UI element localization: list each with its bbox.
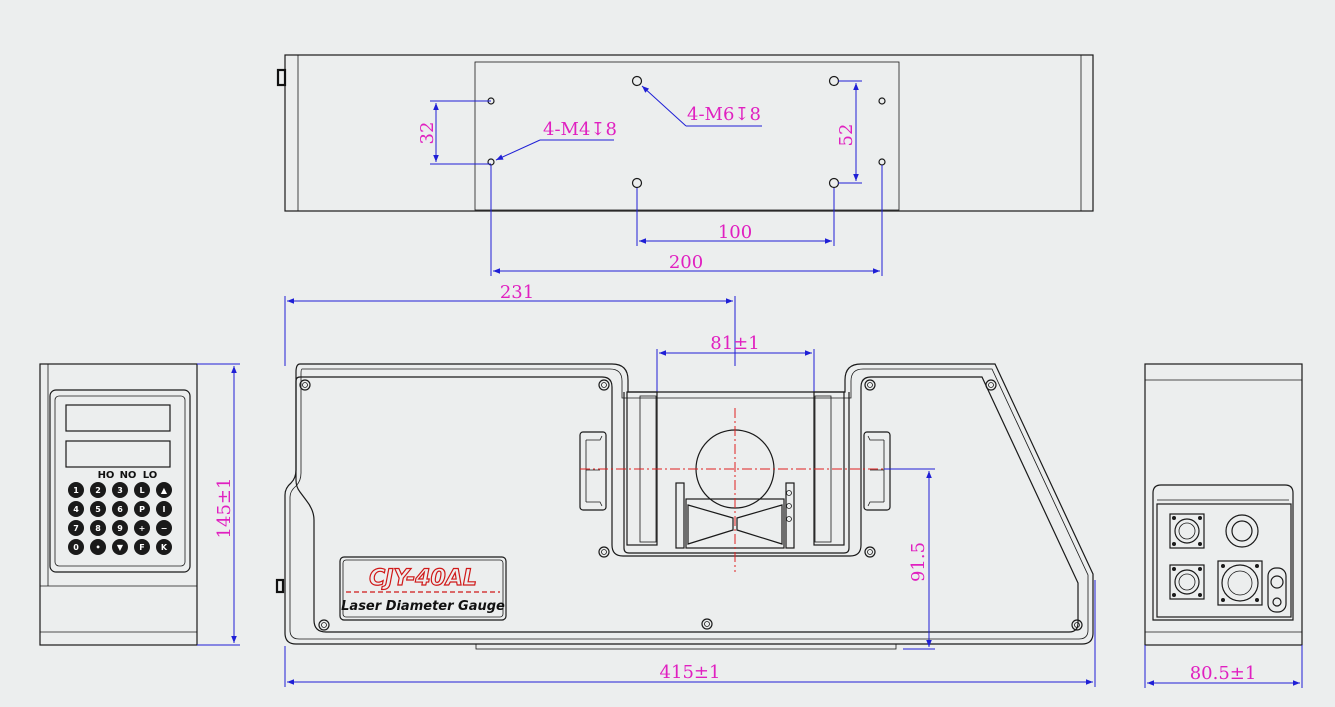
keypad-key-label: 2 [95, 486, 101, 495]
keypad-key [156, 501, 172, 517]
keypad-key [134, 520, 150, 536]
keypad-key-label: 6 [117, 505, 123, 514]
keypad-key-label: • [95, 543, 100, 552]
keypad-key-label: − [161, 524, 168, 533]
mounting-holes [487, 75, 886, 189]
keypad-key-label: 5 [95, 505, 101, 514]
label-4-m6: 4-M6↧8 [687, 104, 761, 125]
keypad-key [134, 539, 150, 555]
keypad-key-label: L [139, 486, 144, 495]
dim-100: 100 [718, 222, 752, 243]
product-logo: CJY-40AL Laser Diameter Gauge [339, 556, 507, 621]
keypad-key [112, 501, 128, 517]
connector-bottom-mid [1217, 560, 1263, 606]
laser-window-right [863, 431, 891, 511]
keypad-key-label: F [139, 543, 144, 552]
indicator-labels: HO NO LO [98, 470, 158, 481]
keypad-key [156, 520, 172, 536]
keypad-key [134, 482, 150, 498]
keypad: 1 2 3 L ▲ 4 5 6 P I 7 8 9 + − 0 • ▼ F K [68, 482, 172, 555]
keypad-key-label: 3 [117, 486, 123, 495]
keypad-key-label: 7 [73, 524, 79, 533]
keypad-key [112, 520, 128, 536]
indicator-label: NO [120, 470, 137, 481]
dim-200: 200 [669, 252, 703, 273]
keypad-key [68, 501, 84, 517]
keypad-key-label: 8 [95, 524, 101, 533]
keypad-key [90, 520, 106, 536]
keypad-key [68, 482, 84, 498]
dim-32: 32 [417, 122, 438, 145]
dim-91-5: 91.5 [908, 542, 929, 582]
keypad-key-label: 4 [73, 505, 79, 514]
dim-145: 145±1 [214, 478, 235, 539]
keypad-key [134, 501, 150, 517]
indicator-label: HO [98, 470, 115, 481]
keypad-key-label: 1 [73, 486, 79, 495]
keypad-key-label: K [161, 543, 168, 552]
keypad-key-label: + [139, 524, 146, 533]
keypad-key [156, 482, 172, 498]
top-view: 32 4-M4↧8 4-M6↧8 52 100 200 [276, 54, 1094, 276]
keypad-key [68, 539, 84, 555]
keypad-key [68, 520, 84, 536]
keypad-key [112, 482, 128, 498]
logo-subtitle: Laser Diameter Gauge [341, 599, 505, 614]
keypad-key [90, 539, 106, 555]
connector-round-top [1225, 514, 1259, 548]
connector-top-left [1169, 513, 1205, 549]
logo-model: CJY-40AL [369, 566, 477, 591]
dim-81: 81±1 [710, 333, 759, 354]
front-screws [299, 379, 1083, 631]
front-view: 231 81±1 [275, 282, 1096, 687]
laser-window-left [579, 431, 607, 511]
power-switch [1267, 567, 1287, 613]
keypad-key-label: ▼ [117, 543, 124, 552]
keypad-key [90, 482, 106, 498]
indicator-label: LO [143, 470, 158, 481]
dim-52: 52 [836, 124, 857, 147]
keypad-key [156, 539, 172, 555]
right-view: 80.5±1 [1144, 363, 1303, 688]
dim-231: 231 [500, 282, 534, 303]
keypad-key [90, 501, 106, 517]
dim-415: 415±1 [660, 662, 721, 683]
label-4-m4: 4-M4↧8 [543, 119, 617, 140]
keypad-key-label: 0 [73, 543, 79, 552]
keypad-key-label: P [139, 505, 145, 514]
left-view: HO NO LO 1 2 3 L ▲ 4 5 6 P I 7 8 9 + − 0 • ▼ F K 145±1 [39, 363, 240, 646]
keypad-key-label: I [163, 505, 166, 514]
keypad-key-label: 9 [117, 524, 123, 533]
keypad-key [112, 539, 128, 555]
keypad-key-label: ▲ [161, 486, 168, 495]
dim-80-5: 80.5±1 [1190, 663, 1257, 684]
connector-bottom-left [1169, 564, 1205, 600]
